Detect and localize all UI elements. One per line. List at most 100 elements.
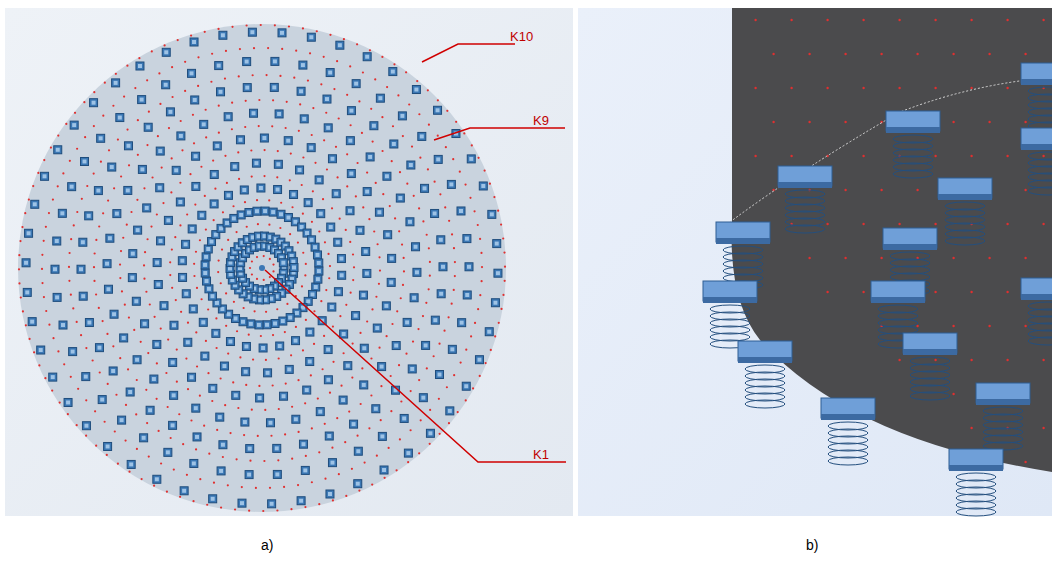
spring-symbol — [24, 261, 28, 265]
spring-symbol — [124, 142, 132, 150]
mesh-node — [72, 307, 74, 309]
mesh-node — [108, 149, 110, 151]
spring-symbol — [135, 358, 139, 362]
spring-symbol — [180, 259, 184, 263]
mesh-node — [346, 94, 348, 96]
mesh-node — [207, 308, 209, 310]
spring-symbol — [298, 168, 302, 172]
mesh-node — [249, 267, 251, 269]
mesh-node — [471, 144, 473, 146]
mesh-node — [808, 257, 810, 259]
spring-symbol — [421, 396, 425, 400]
spring-symbol — [109, 367, 117, 375]
mesh-node — [502, 237, 504, 239]
spring-symbol — [129, 462, 133, 466]
mesh-node — [136, 199, 138, 201]
spring-symbol — [81, 294, 85, 298]
mesh-node — [21, 226, 23, 228]
spring-symbol — [49, 373, 57, 381]
mesh-node — [460, 362, 462, 364]
mesh-node — [190, 419, 192, 421]
mesh-node — [192, 500, 194, 502]
spring-symbol — [250, 109, 258, 117]
mesh-node — [498, 322, 500, 324]
support-block — [886, 127, 940, 133]
mesh-node — [844, 53, 846, 55]
mesh-node — [251, 260, 253, 262]
mesh-node — [190, 34, 192, 36]
spring-symbol — [460, 321, 464, 325]
mesh-node — [41, 268, 43, 270]
mesh-node — [148, 111, 150, 113]
mesh-node — [327, 253, 329, 255]
coil — [910, 392, 950, 400]
spring-symbol — [286, 139, 290, 143]
spring-symbol — [328, 71, 332, 75]
mesh-node — [772, 53, 774, 55]
spring-symbol — [114, 81, 118, 85]
mesh-node — [124, 304, 126, 306]
mesh-node — [194, 203, 196, 205]
spring-symbol — [226, 193, 230, 197]
spring-symbol — [250, 30, 254, 34]
spring-symbol — [307, 33, 315, 41]
mesh-node — [403, 257, 405, 259]
spring-symbol — [336, 290, 340, 294]
mesh-node — [181, 149, 183, 151]
spring-symbol — [363, 53, 371, 61]
spring-symbol — [326, 490, 334, 498]
spring-symbol — [166, 218, 170, 222]
mesh-node — [898, 19, 900, 21]
mesh-node — [970, 291, 972, 293]
mesh-node — [754, 87, 756, 89]
mesh-node — [1006, 87, 1008, 89]
spring-symbol — [134, 299, 138, 303]
spring-symbol — [297, 87, 305, 95]
spring-symbol — [308, 330, 312, 334]
spring-symbol — [115, 212, 119, 216]
spring-symbol — [378, 432, 386, 440]
mesh-node — [119, 263, 121, 265]
mesh-node — [297, 431, 299, 433]
mesh-node — [316, 30, 318, 32]
mesh-node — [317, 397, 319, 399]
spring-symbol — [128, 390, 132, 394]
spring-symbol — [347, 107, 355, 115]
mesh-node — [393, 63, 395, 65]
mesh-node — [360, 403, 362, 405]
spring-symbol — [219, 226, 223, 230]
spring-symbol — [118, 416, 126, 424]
spring-symbol — [146, 125, 150, 129]
spring-symbol — [218, 415, 222, 419]
spring-symbol — [53, 267, 57, 271]
spring-symbol — [239, 318, 247, 326]
mesh-node — [277, 459, 279, 461]
spring-symbol — [308, 236, 316, 244]
spring-symbol — [264, 369, 272, 377]
mesh-node — [144, 251, 146, 253]
mesh-node — [143, 264, 145, 266]
mesh-node — [153, 316, 155, 318]
mesh-node — [472, 387, 474, 389]
mesh-node — [433, 355, 435, 357]
mesh-node — [310, 374, 312, 376]
mesh-node — [494, 335, 496, 337]
spring-symbol — [412, 243, 420, 251]
spring-symbol — [172, 323, 176, 327]
mesh-node — [150, 225, 152, 227]
spring-symbol — [433, 318, 437, 322]
spring-symbol — [308, 360, 312, 364]
callout-label: K10 — [510, 30, 533, 43]
spring-symbol — [192, 40, 196, 44]
mesh-node — [395, 469, 397, 471]
spring-symbol — [362, 248, 370, 256]
spring-symbol — [317, 210, 325, 218]
spring-symbol — [495, 242, 499, 246]
spring-symbol — [405, 320, 409, 324]
spring-symbol — [292, 192, 296, 196]
spring-symbol — [448, 409, 452, 413]
mesh-node — [138, 57, 140, 59]
spring-symbol — [296, 166, 304, 174]
mesh-node — [477, 308, 479, 310]
spring-symbol — [186, 340, 190, 344]
